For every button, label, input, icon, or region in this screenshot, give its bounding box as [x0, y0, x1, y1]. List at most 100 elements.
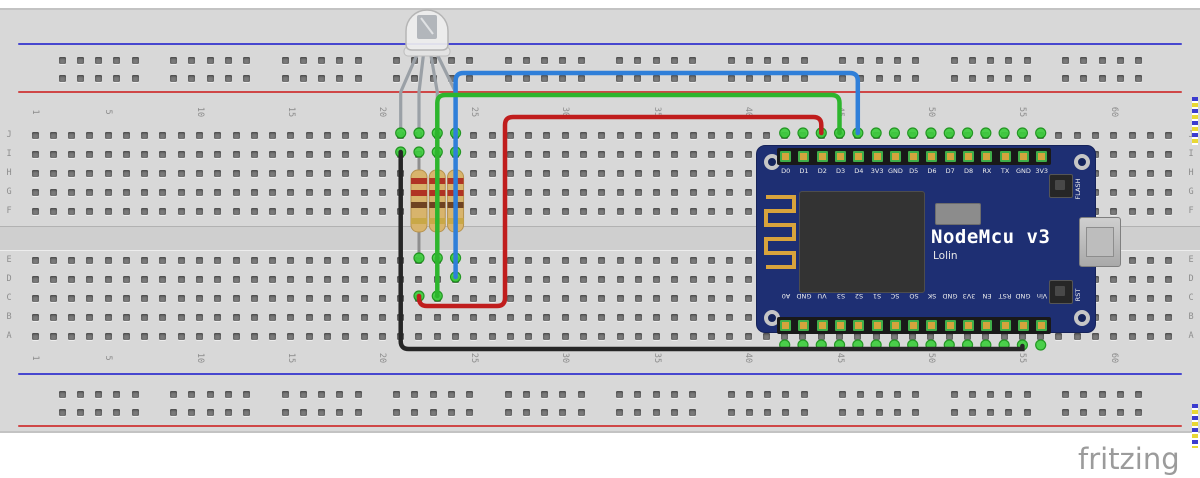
breadboard-hole [305, 131, 313, 139]
breadboard-hole [214, 294, 222, 302]
breadboard-hole [360, 256, 368, 264]
mounting-hole [1074, 154, 1090, 170]
breadboard-hole [945, 131, 953, 139]
breadboard-hole [1023, 74, 1031, 82]
mcu-pin-d0[interactable] [780, 151, 792, 162]
breadboard-hole [616, 313, 624, 321]
breadboard-hole [415, 131, 423, 139]
breadboard-hole [912, 74, 920, 82]
mcu-pin-d5[interactable] [908, 151, 920, 162]
breadboard-hole [1110, 169, 1118, 177]
breadboard-hole [122, 169, 130, 177]
breadboard-hole [31, 332, 39, 340]
mcu-pin-3v3[interactable] [963, 320, 975, 331]
pin-label: D0 [781, 167, 791, 175]
breadboard-hole [360, 150, 368, 158]
breadboard-hole [378, 207, 386, 215]
breadboard-hole [58, 74, 66, 82]
mcu-pin-gnd[interactable] [889, 151, 901, 162]
breadboard-hole [634, 207, 642, 215]
breadboard-hole [727, 56, 735, 64]
mcu-pin-rx[interactable] [981, 151, 993, 162]
breadboard-hole [31, 313, 39, 321]
mcu-pin-so[interactable] [908, 320, 920, 331]
mcu-pin-gnd[interactable] [1017, 151, 1029, 162]
breadboard-hole [269, 131, 277, 139]
mcu-pin-d7[interactable] [944, 151, 956, 162]
usb-connector [1079, 217, 1121, 267]
breadboard-hole [433, 207, 441, 215]
mcu-pin-vu[interactable] [816, 320, 828, 331]
mcu-pin-d4[interactable] [853, 151, 865, 162]
mcu-pin-s1[interactable] [871, 320, 883, 331]
breadboard-hole [488, 131, 496, 139]
breadboard-hole [397, 131, 405, 139]
breadboard-hole [1005, 56, 1013, 64]
mcu-pin-3v3[interactable] [871, 151, 883, 162]
flash-chip [935, 203, 981, 225]
mcu-pin-gnd[interactable] [944, 320, 956, 331]
flash-button [1049, 174, 1073, 198]
breadboard-hole [287, 332, 295, 340]
breadboard-hole [415, 188, 423, 196]
breadboard-hole [415, 207, 423, 215]
breadboard-hole [415, 332, 423, 340]
breadboard-hole [506, 131, 514, 139]
column-number: 1 [30, 109, 40, 115]
breadboard-hole [1080, 408, 1088, 416]
breadboard-hole [159, 169, 167, 177]
breadboard-hole [525, 169, 533, 177]
breadboard-hole [141, 207, 149, 215]
mcu-pin-s2[interactable] [853, 320, 865, 331]
mcu-pin-d6[interactable] [926, 151, 938, 162]
breadboard-hole [86, 150, 94, 158]
column-number: 10 [194, 106, 205, 118]
mcu-pin-d3[interactable] [835, 151, 847, 162]
breadboard-hole [49, 207, 57, 215]
breadboard-hole [393, 390, 400, 398]
mcu-pin-d8[interactable] [963, 151, 975, 162]
mcu-pin-rst[interactable] [999, 320, 1011, 331]
breadboard-hole [318, 390, 326, 398]
column-number: 5 [103, 355, 114, 361]
mcu-pin-en[interactable] [981, 320, 993, 331]
breadboard-hole [764, 408, 772, 416]
breadboard-hole [206, 56, 214, 64]
breadboard-hole [580, 150, 588, 158]
breadboard-hole [104, 294, 112, 302]
breadboard-hole [269, 150, 277, 158]
pin-label: 3V3 [962, 292, 975, 300]
breadboard-hole [671, 131, 679, 139]
mcu-pin-gnd[interactable] [798, 320, 810, 331]
breadboard-hole [1018, 131, 1026, 139]
mcu-pin-3v3[interactable] [1036, 151, 1048, 162]
mcu-pin-vin[interactable] [1036, 320, 1048, 331]
pin-label: SC [891, 292, 900, 300]
mcu-pin-d2[interactable] [816, 151, 828, 162]
mcu-pin-a0[interactable] [780, 320, 792, 331]
mcu-pin-s3[interactable] [835, 320, 847, 331]
breadboard-hole [324, 150, 332, 158]
breadboard-hole [86, 313, 94, 321]
breadboard-hole [653, 256, 661, 264]
breadboard-hole [1092, 131, 1100, 139]
breadboard-hole [559, 390, 567, 398]
breadboard-hole [466, 74, 474, 82]
breadboard-hole [141, 275, 149, 283]
breadboard-hole [689, 294, 697, 302]
mcu-pin-sk[interactable] [926, 320, 938, 331]
breadboard-hole [68, 275, 76, 283]
breadboard-hole [122, 294, 130, 302]
mcu-pin-d1[interactable] [798, 151, 810, 162]
mcu-pin-tx[interactable] [999, 151, 1011, 162]
breadboard-hole [68, 332, 76, 340]
mcu-pin-sc[interactable] [889, 320, 901, 331]
mcu-pin-gnd[interactable] [1017, 320, 1029, 331]
breadboard-hole [781, 131, 789, 139]
breadboard-hole [525, 332, 533, 340]
breadboard-hole [95, 390, 103, 398]
breadboard-hole [1023, 390, 1031, 398]
breadboard-hole [141, 131, 149, 139]
breadboard-hole [525, 275, 533, 283]
